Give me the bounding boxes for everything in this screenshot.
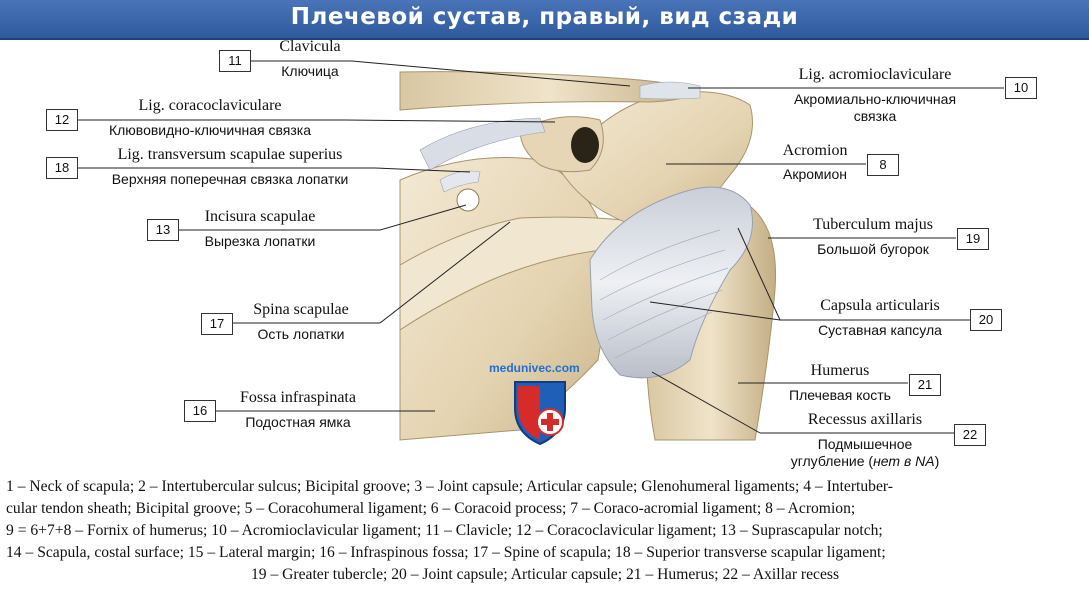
label-latin-fossa: Fossa infraspinata <box>240 389 356 406</box>
label-russian-recessus-2: углубление (нет в NA) <box>790 453 940 469</box>
label-number-21: 21 <box>909 374 941 396</box>
label-number-18: 18 <box>46 157 78 179</box>
legend-line-1: 1 – Neck of scapula; 2 – Intertubercular… <box>6 478 893 495</box>
label-number-19: 19 <box>957 228 989 250</box>
label-russian-acromioclavicular-1: Акромиально-ключичная <box>793 91 957 107</box>
label-number-12: 12 <box>46 109 78 131</box>
label-latin-incisura: Incisura scapulae <box>204 208 316 225</box>
label-russian-capsula: Суставная капсула <box>818 322 942 338</box>
label-russian-spina: Ость лопатки <box>257 326 345 342</box>
label-latin-acromion: Acromion <box>782 142 848 159</box>
acromioclavicular-ligament-shape <box>639 81 701 100</box>
label-number-11: 11 <box>219 50 251 72</box>
label-latin-recessus: Recessus axillaris <box>807 411 923 428</box>
label-number-20: 20 <box>970 309 1002 331</box>
notch-hole-shape <box>571 127 599 163</box>
label-latin-tuberculum: Tuberculum majus <box>813 216 933 233</box>
coracoclavicular-ligament-shape <box>419 117 546 171</box>
suprascapular-notch-shape <box>456 188 480 212</box>
label-number-8: 8 <box>867 154 899 176</box>
label-russian-tuberculum: Большой бугорок <box>817 241 929 257</box>
legend: 1 – Neck of scapula; 2 – Intertubercular… <box>6 476 1084 586</box>
capsule-fibers-shape <box>599 229 729 359</box>
legend-line-4: 14 – Scapula, costal surface; 15 – Later… <box>6 544 886 561</box>
label-russian-clavicula: Ключица <box>281 63 339 79</box>
label-russian-humerus: Плечевая кость <box>789 387 891 403</box>
label-latin-humerus: Humerus <box>810 362 870 379</box>
label-russian-acromioclavicular-2: связка <box>853 108 897 124</box>
label-latin-clavicula: Clavicula <box>279 38 341 55</box>
page-title: Плечевой сустав, правый, вид сзади <box>290 4 799 30</box>
label-russian-incisura: Вырезка лопатки <box>204 233 316 249</box>
title-bar: Плечевой сустав, правый, вид сзади <box>0 0 1089 40</box>
legend-line-5: 19 – Greater tubercle; 20 – Joint capsul… <box>250 566 840 583</box>
legend-line-3: 9 = 6+7+8 – Fornix of humerus; 10 – Acro… <box>6 522 883 539</box>
label-latin-acromioclavicular: Lig. acromioclaviculare <box>798 66 952 83</box>
label-latin-capsula: Capsula articularis <box>820 297 940 314</box>
label-russian-coracoclavicular: Клювовидно-ключичная связка <box>108 122 312 138</box>
joint-capsule-shape <box>589 186 753 379</box>
label-number-17: 17 <box>201 313 233 335</box>
watermark-text: medunivec.com <box>489 361 580 375</box>
label-russian-transverse-ligament: Верхняя поперечная связка лопатки <box>111 171 349 187</box>
meduniver-shield-icon <box>514 381 566 446</box>
label-number-16: 16 <box>184 400 216 422</box>
label-russian-recessus-1: Подмышечное <box>817 436 913 452</box>
label-number-10: 10 <box>1005 77 1037 99</box>
label-number-22: 22 <box>954 424 986 446</box>
label-latin-spina: Spina scapulae <box>253 301 349 318</box>
transverse-ligament-shape <box>439 170 481 193</box>
label-latin-transverse-ligament: Lig. transversum scapulae superius <box>117 146 343 163</box>
label-number-13: 13 <box>147 219 179 241</box>
legend-line-2: cular tendon sheath; Bicipital groove; 5… <box>6 500 856 517</box>
label-russian-acromion: Акромион <box>783 166 847 182</box>
label-latin-coracoclavicular: Lig. coracoclaviculare <box>138 97 282 114</box>
shoulder-joint-illustration <box>77 60 1004 441</box>
label-russian-fossa: Подостная ямка <box>245 414 351 430</box>
leader-lines <box>77 60 1004 434</box>
